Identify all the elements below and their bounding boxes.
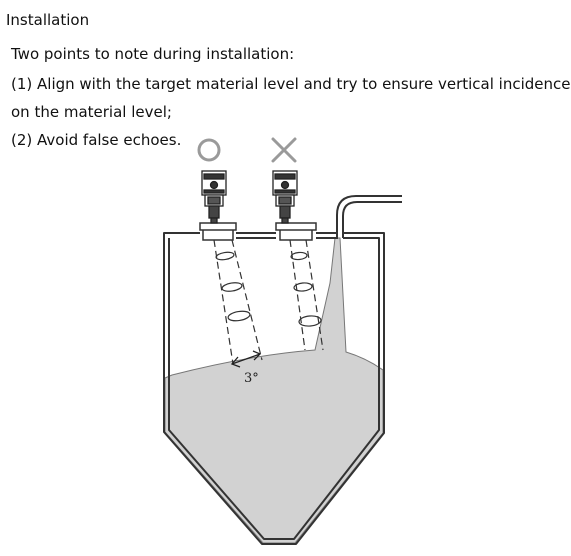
radar-sensor-wrong — [272, 170, 298, 224]
intro-text: Two points to note during installation: — [11, 45, 295, 63]
radar-beam-wrong — [289, 239, 324, 351]
material-level — [164, 237, 384, 544]
flange-nozzle-right — [275, 222, 317, 241]
angle-label: 3° — [244, 371, 259, 386]
wrong-mark-icon — [271, 137, 297, 163]
flange-nozzle-left — [199, 222, 237, 241]
radar-beam-correct — [213, 239, 263, 365]
radar-sensor-correct — [201, 170, 227, 224]
point-1-text-continued: on the material level; — [11, 103, 172, 121]
section-heading: Installation — [6, 11, 90, 29]
point-1-text: (1) Align with the target material level… — [11, 75, 571, 93]
silo-vessel — [163, 232, 385, 545]
angle-arrow-icon — [230, 350, 262, 368]
point-2-text: (2) Avoid false echoes. — [11, 131, 182, 149]
cable-conduit — [336, 195, 402, 238]
correct-mark-icon — [197, 138, 221, 162]
